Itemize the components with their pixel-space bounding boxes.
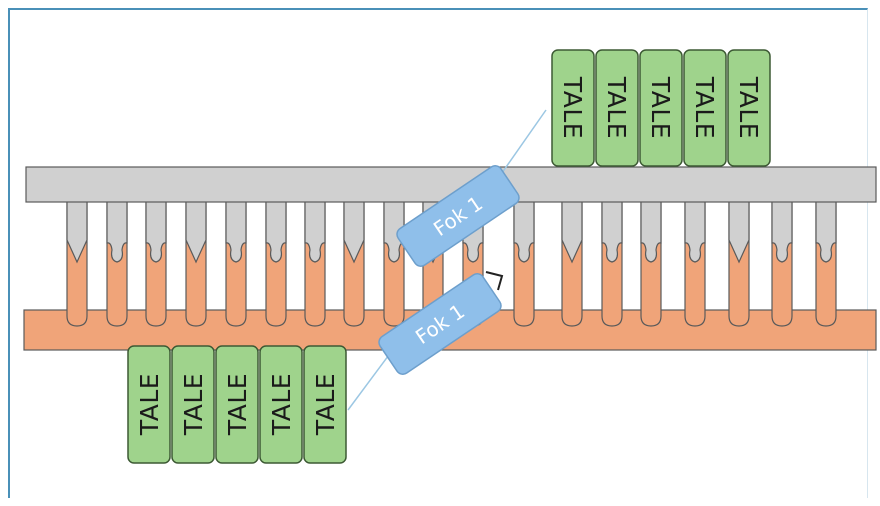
base-pair bbox=[146, 200, 166, 326]
base-pair bbox=[186, 200, 206, 326]
base-pair bbox=[514, 200, 534, 326]
bottom-tale-4: TALE bbox=[260, 346, 302, 463]
base-pair bbox=[266, 200, 286, 326]
top-tale-1-label: TALE bbox=[558, 76, 587, 139]
bottom-tale-array: TALE TALE TALE TALE TALE bbox=[128, 346, 346, 463]
bottom-tale-2-label: TALE bbox=[179, 373, 208, 436]
top-tale-1: TALE bbox=[552, 50, 594, 166]
base-pair bbox=[226, 200, 246, 326]
top-tale-5: TALE bbox=[728, 50, 770, 166]
bottom-tale-3-label: TALE bbox=[223, 373, 252, 436]
base-pair bbox=[384, 200, 404, 326]
bottom-tale-2: TALE bbox=[172, 346, 214, 463]
base-pair bbox=[602, 200, 622, 326]
base-pair bbox=[816, 200, 836, 326]
top-tale-array: TALE TALE TALE TALE TALE bbox=[552, 50, 770, 166]
bottom-tale-4-label: TALE bbox=[267, 373, 296, 436]
bottom-tale-3: TALE bbox=[216, 346, 258, 463]
top-tale-2: TALE bbox=[596, 50, 638, 166]
top-tale-3-label: TALE bbox=[646, 76, 675, 139]
bottom-tale-1-label: TALE bbox=[135, 373, 164, 436]
top-tale-2-label: TALE bbox=[602, 76, 631, 139]
base-pair bbox=[685, 200, 705, 326]
base-pair bbox=[772, 200, 792, 326]
top-tale-3: TALE bbox=[640, 50, 682, 166]
base-pair bbox=[67, 200, 87, 326]
base-pair bbox=[641, 200, 661, 326]
bottom-tale-1: TALE bbox=[128, 346, 170, 463]
bottom-tale-5: TALE bbox=[304, 346, 346, 463]
base-pair bbox=[562, 200, 582, 326]
base-pair bbox=[107, 200, 127, 326]
base-pair bbox=[729, 200, 749, 326]
top-tale-4: TALE bbox=[684, 50, 726, 166]
base-pair bbox=[344, 200, 364, 326]
bottom-tale-5-label: TALE bbox=[311, 373, 340, 436]
top-tale-4-label: TALE bbox=[690, 76, 719, 139]
top-tale-5-label: TALE bbox=[734, 76, 763, 139]
base-pair bbox=[305, 200, 325, 326]
